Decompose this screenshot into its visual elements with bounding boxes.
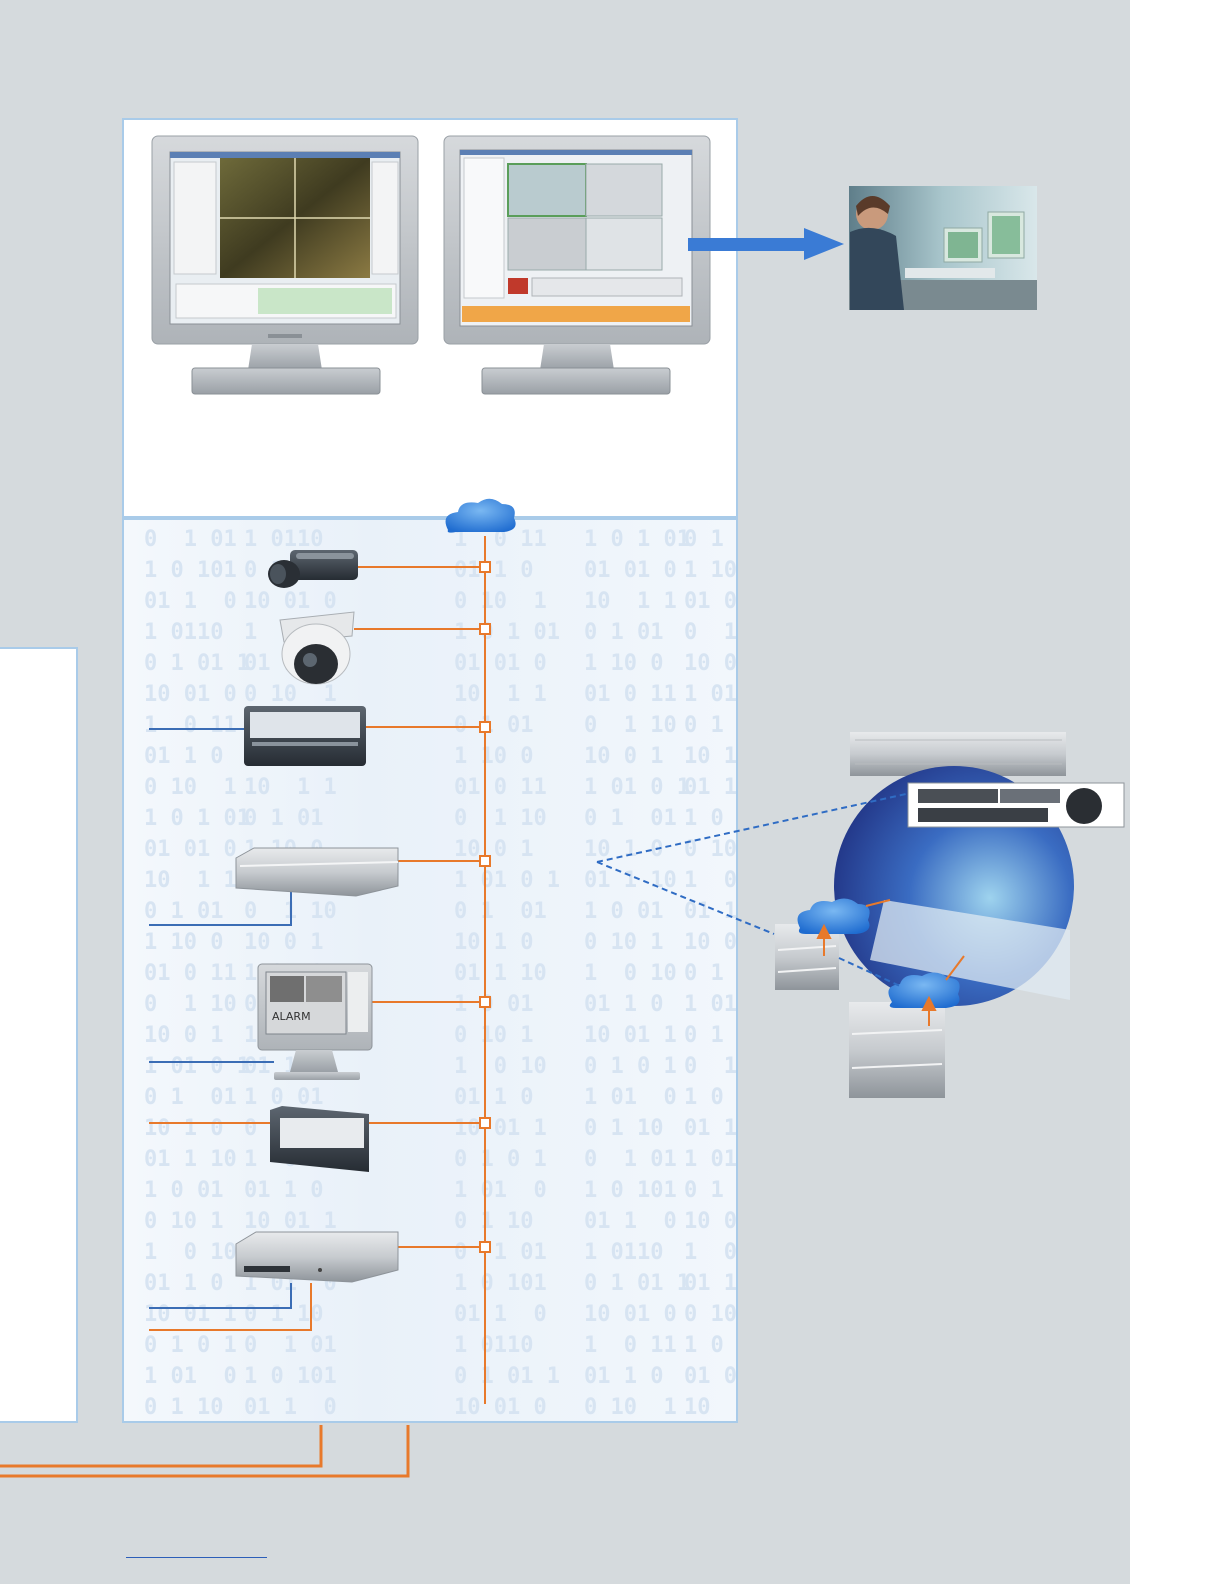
- network-cloud-icon: [797, 898, 870, 934]
- binary-background: 1 0 11 01 1 0 0 10 1 1 0 1 01 01 01 0 10…: [454, 527, 560, 1420]
- iscsi-storage-icon: [907, 782, 1125, 828]
- dome-camera-icon: [279, 611, 355, 685]
- video-monitor-icon: ALARM: [257, 963, 373, 1080]
- video-decoder-icon: [270, 1106, 369, 1172]
- digital-video-recorder-icon: [235, 847, 399, 897]
- network-video-recorder-icon: [235, 1231, 399, 1283]
- footer-link-underline[interactable]: [126, 1557, 267, 1558]
- workstation-monitor-icon: [151, 135, 419, 395]
- storage-rack-highlight: [870, 900, 1070, 1000]
- page-margin-strip: [1130, 0, 1224, 1584]
- network-cloud-icon: [445, 498, 516, 533]
- control-room-operator-icon: [849, 186, 1037, 310]
- side-panel: [0, 647, 78, 1423]
- svg-text:ALARM: ALARM: [272, 1010, 311, 1023]
- storage-upload-arrows: [816, 899, 965, 1026]
- arrow-icon: [688, 228, 844, 260]
- binary-background: 0 1 01 1 0 101 01 1 0 1 0110 0 1 01 1 10…: [144, 527, 250, 1420]
- storage-zoom-lines: [596, 793, 907, 987]
- network-connections: [149, 566, 485, 1331]
- binary-background: 0 1 01 1 10 0 01 0 11 0 1 10 10 0 1 1 01…: [684, 527, 737, 1420]
- storage-drive-icon: [849, 1002, 945, 1098]
- external-connections: [0, 1425, 410, 1478]
- workstation-monitor-icon: [443, 135, 711, 395]
- network-nodes: [479, 561, 491, 1253]
- video-connections: [149, 728, 292, 1309]
- binary-background: 1 0 1 01 01 01 0 10 1 1 0 1 01 1 10 0 01…: [584, 527, 690, 1420]
- video-encoder-icon: [244, 706, 366, 766]
- box-camera-icon: [268, 550, 358, 588]
- network-cloud-icon: [888, 972, 960, 1008]
